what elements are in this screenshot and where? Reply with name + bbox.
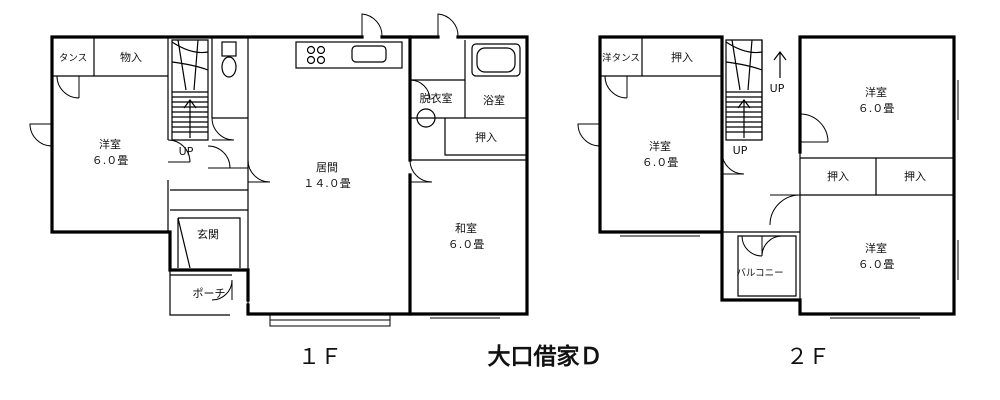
floor-1-outer-wall [50,35,529,316]
floor-2-oshiire-c-label: 押入 [904,169,926,183]
se-room-name-label: 洋室 [865,241,887,255]
floor-2-hall-walls [722,40,954,300]
porch-label: ポーチ [193,287,226,300]
datsuishitsu-label: 脱衣室 [420,91,453,105]
living-size-label: １４.０畳 [303,177,351,190]
yokushitsu-label: 浴室 [483,93,505,107]
youshitsu-name-label: 洋室 [99,137,121,151]
floor-1-plan [29,13,529,327]
floor-2-doors [577,75,829,257]
washitsu-name-label: 和室 [455,221,477,235]
youshitsu-size-label: ６.０畳 [92,154,129,167]
ne-room-name-label: 洋室 [865,85,887,99]
floor-2-up-a-label: UP [770,82,785,95]
plan-title: 大口借家Ｄ [488,343,603,370]
tansu-label: タンス [59,53,87,64]
kitchen-counter [295,41,403,69]
floor-1-hall-walls [169,118,249,305]
floor-1-oshiire-label: 押入 [475,130,497,144]
toilet-icon [221,41,237,78]
monoire-label: 物入 [120,50,142,64]
balcony-outline [737,235,797,297]
balcony-label: バルコニー [736,268,783,279]
floor-1-up-label: UP [179,145,194,158]
genkan-label: 玄関 [197,227,219,241]
floor-1-doors [29,13,459,301]
floor-2-caption: ２Ｆ [786,345,830,370]
ne-room-size-label: ６.０畳 [858,102,895,115]
living-name-label: 居間 [316,161,338,174]
washitsu-size-label: ６.０畳 [448,238,485,251]
washbasin-icon [416,108,436,128]
floor-2-windows [620,80,959,319]
genkan-walls [177,217,241,269]
floor-1-caption: １Ｆ [298,345,342,370]
floor-1-windows [269,313,500,327]
floor-2-outer-wall [598,35,956,316]
floor-2-up-b-label: UP [733,144,748,157]
floor-2-oshiire-b-label: 押入 [827,169,849,183]
west-room-name-label: 洋室 [649,139,671,153]
bathtub-icon [471,43,521,77]
porch-outline [169,270,232,316]
se-room-size-label: ６.０畳 [858,258,895,271]
floor-2-oshiire-a-label: 押入 [671,50,693,64]
floor-1-stairs [171,39,209,141]
west-room-size-label: ６.０畳 [642,156,679,169]
floor-1-left-room-walls [52,37,169,232]
floor-2-west-room-walls [600,37,722,77]
youtansu-label: 洋タンス [602,52,640,64]
floor-1-bath-walls [410,40,527,156]
floor-1-toilet-walls [211,37,249,119]
floor-2-plan [577,35,959,319]
